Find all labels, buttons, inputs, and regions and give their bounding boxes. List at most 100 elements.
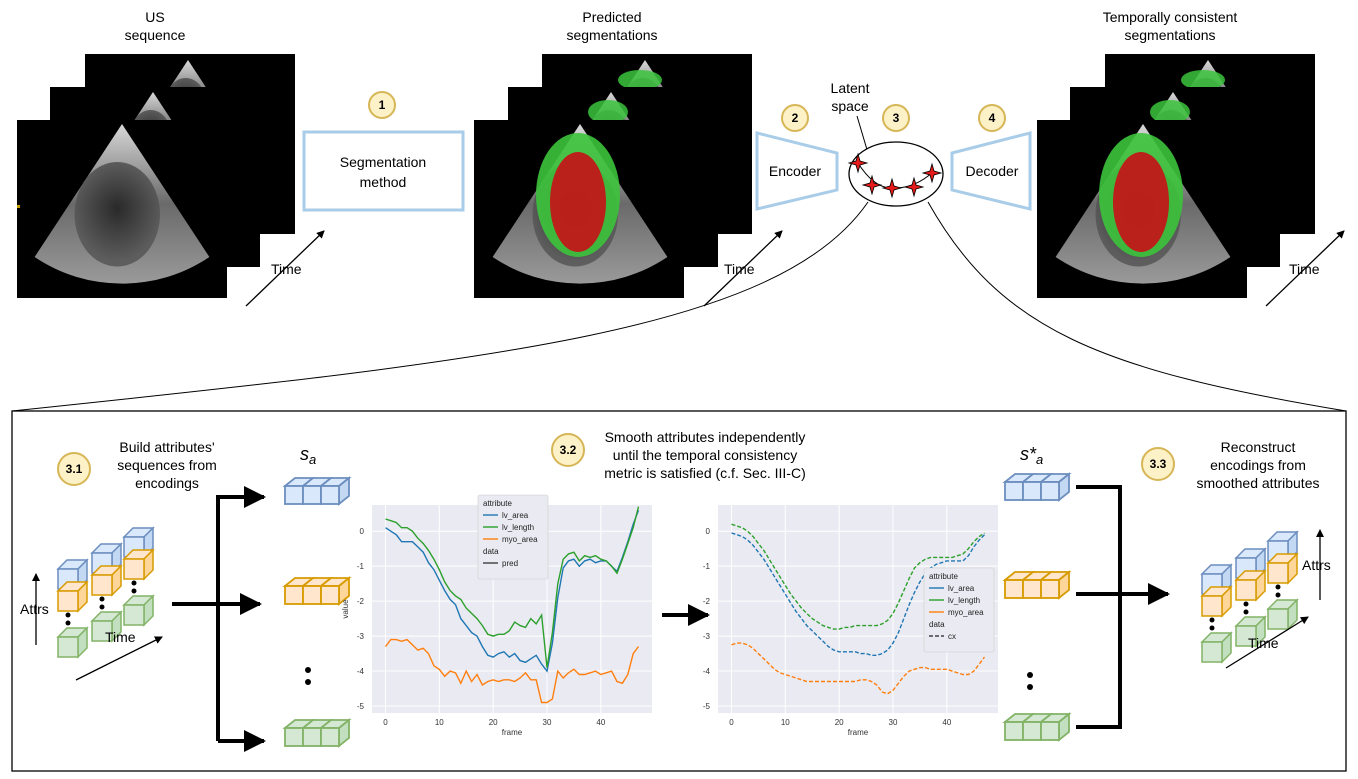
svg-text:3.2: 3.2 [560, 443, 577, 457]
vertical-ellipsis [1027, 672, 1033, 690]
step31-text-line2: sequences from [117, 457, 217, 473]
time-label-bottom: Time [105, 629, 136, 645]
y-tick-label: -5 [703, 702, 711, 711]
vertical-ellipsis [305, 667, 311, 685]
encoder-trapezoid [755, 131, 839, 211]
series-line-lv_length [731, 523, 985, 630]
attribute-cube-row [1002, 712, 1072, 742]
predicted-sequence-stack [474, 54, 752, 298]
svg-text:1: 1 [379, 98, 386, 112]
legend-title: attribute [483, 499, 512, 508]
legend-title: data [483, 547, 499, 556]
s-star-a-cube-rows [1002, 472, 1072, 742]
y-axis-label: value [341, 599, 350, 619]
legend-entry: lv_length [502, 523, 534, 532]
sa-label: sa [300, 444, 316, 467]
x-tick-label: 40 [942, 718, 951, 727]
attribute-stack [90, 542, 123, 643]
pred-label-line2: segmentations [566, 27, 657, 43]
legend-title: attribute [929, 572, 958, 581]
legend-entry: lv_area [948, 584, 975, 593]
svg-text:2: 2 [792, 111, 799, 125]
step31-text-line3: encodings [135, 475, 199, 491]
x-tick-label: 10 [435, 718, 444, 727]
zoom-line-left [11, 201, 869, 412]
zoom-line-right [927, 201, 1347, 412]
chart-legend: attributelv_arealv_lengthmyo_areadatapre… [477, 494, 549, 580]
legend-entry: lv_length [948, 596, 980, 605]
series-line-lv_area [731, 532, 985, 656]
y-tick-label: -5 [357, 702, 365, 711]
y-tick-label: -3 [357, 632, 365, 641]
step32-text-line1: Smooth attributes independently [605, 429, 806, 445]
attribute-stack [56, 558, 89, 659]
svg-text:3: 3 [893, 111, 900, 125]
time-arrow-bottom-right [1225, 616, 1309, 669]
merge-arrows-right [1076, 485, 1170, 729]
attribute-stack [1200, 563, 1233, 664]
step-4-badge: 4 [978, 104, 1006, 132]
x-tick-label: 30 [889, 718, 898, 727]
y-tick-label: -4 [703, 667, 711, 676]
step-1-badge: 1 [368, 91, 396, 119]
x-tick-label: 0 [383, 718, 388, 727]
segmentation-method-box [302, 130, 465, 212]
x-tick-label: 10 [781, 718, 790, 727]
y-tick-label: -1 [703, 562, 711, 571]
y-tick-label: -1 [357, 562, 365, 571]
y-tick-label: -4 [357, 667, 365, 676]
time-arrow [703, 230, 783, 307]
x-tick-label: 20 [835, 718, 844, 727]
attribute-cube-row [282, 718, 352, 748]
series-line-lv_area [385, 509, 640, 673]
seg-method-line1: Segmentation [340, 154, 426, 170]
x-axis-label: frame [848, 728, 869, 737]
encoder-label: Encoder [769, 163, 821, 179]
time-arrow [1265, 230, 1345, 307]
svg-text:3.1: 3.1 [66, 462, 83, 476]
consistent-sequence-stack [1037, 54, 1315, 298]
step32-text-line3: metric is satisfied (c.f. Sec. III-C) [604, 465, 805, 481]
step31-text-line1: Build attributes' [119, 439, 214, 455]
attribute-cube-row [282, 576, 352, 606]
step-3-3-badge: 3.3 [1141, 447, 1175, 481]
x-tick-label: 20 [489, 718, 498, 727]
series-line-lv_length [385, 506, 640, 668]
latent-label-line2: space [831, 98, 869, 114]
step-3-badge: 3 [882, 104, 910, 132]
step-3-2-badge: 3.2 [551, 433, 585, 467]
step33-text-line2: encodings from [1210, 457, 1306, 473]
seg-method-line2: method [360, 174, 407, 190]
time-label: Time [271, 261, 302, 277]
series-line-myo_area [731, 642, 986, 695]
time-label: Time [724, 261, 755, 277]
step-3-1-badge: 3.1 [57, 452, 91, 486]
latent-label-line1: Latent [831, 80, 870, 96]
x-tick-label: 30 [543, 718, 552, 727]
latent-pointer [856, 115, 869, 154]
step33-text-line1: Reconstruct [1221, 439, 1296, 455]
fork-arrows-left [172, 486, 266, 752]
legend-title: data [929, 620, 945, 629]
legend-entry: cx [948, 632, 956, 641]
y-tick-label: -2 [357, 597, 365, 606]
y-tick-label: 0 [706, 527, 711, 536]
attribute-stack [1234, 547, 1267, 648]
consistent-label-line2: segmentations [1124, 27, 1215, 43]
pred-label-line1: Predicted [582, 9, 641, 25]
step-2-badge: 2 [781, 104, 809, 132]
legend-entry: myo_area [502, 535, 538, 544]
attribute-stack [1266, 530, 1299, 631]
time-label: Time [1289, 261, 1320, 277]
s-star-a-label: s*a [1020, 444, 1043, 467]
legend-entry: pred [502, 559, 518, 568]
decoder-trapezoid [950, 131, 1032, 211]
x-tick-label: 0 [729, 718, 734, 727]
attrs-label-right: Attrs [1302, 557, 1331, 573]
x-tick-label: 40 [596, 718, 605, 727]
attribute-stack [122, 526, 155, 627]
